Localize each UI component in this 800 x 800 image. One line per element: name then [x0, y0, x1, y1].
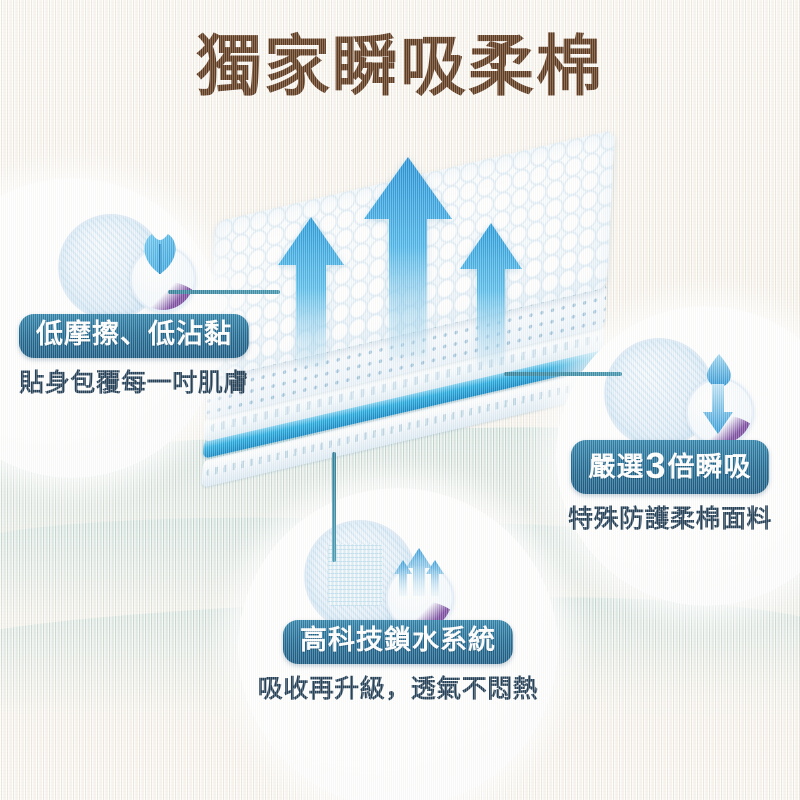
product-illustration	[170, 129, 640, 505]
badge-triple-absorb: 嚴選3倍瞬吸	[571, 440, 769, 495]
up-arrows-icon	[394, 548, 444, 596]
callout-low-friction: 低摩擦、低沾黏 貼身包覆每一吋肌膚	[0, 314, 268, 399]
badge-prefix: 嚴選	[588, 452, 645, 482]
leader-line-low-friction	[168, 290, 280, 294]
leader-line-lock-water	[332, 452, 336, 562]
callout-lock-water: 高科技鎖水系統 吸收再升級，透氣不悶熱	[198, 620, 598, 705]
badge-lock-water: 高科技鎖水系統	[283, 620, 513, 664]
down-arrow-icon	[703, 384, 733, 434]
breathability-arrow-right	[460, 223, 522, 365]
icon-cluster-triple-absorb	[598, 336, 768, 456]
subtitle-triple-absorb: 特殊防護柔棉面料	[567, 505, 772, 534]
low-friction-badge-disc	[130, 246, 196, 312]
icon-cluster-lock-water	[300, 520, 480, 640]
callout-triple-absorb: 嚴選3倍瞬吸 特殊防護柔棉面料	[540, 440, 800, 535]
leaf-icon	[144, 234, 176, 274]
leader-line-triple-absorb	[504, 372, 622, 376]
badge-suffix: 倍瞬吸	[667, 452, 752, 482]
breathability-arrow-center	[364, 157, 452, 357]
breathability-arrow-left	[278, 217, 344, 367]
water-drop-icon	[707, 354, 731, 386]
subtitle-low-friction: 貼身包覆每一吋肌膚	[19, 368, 249, 397]
mesh-patch-icon	[328, 544, 382, 606]
subtitle-lock-water: 吸收再升級，透氣不悶熱	[257, 674, 539, 703]
badge-number: 3	[645, 445, 667, 486]
badge-low-friction: 低摩擦、低沾黏	[19, 314, 249, 358]
page-title: 獨家瞬吸柔棉	[196, 27, 604, 105]
icon-cluster-low-friction	[48, 210, 208, 325]
